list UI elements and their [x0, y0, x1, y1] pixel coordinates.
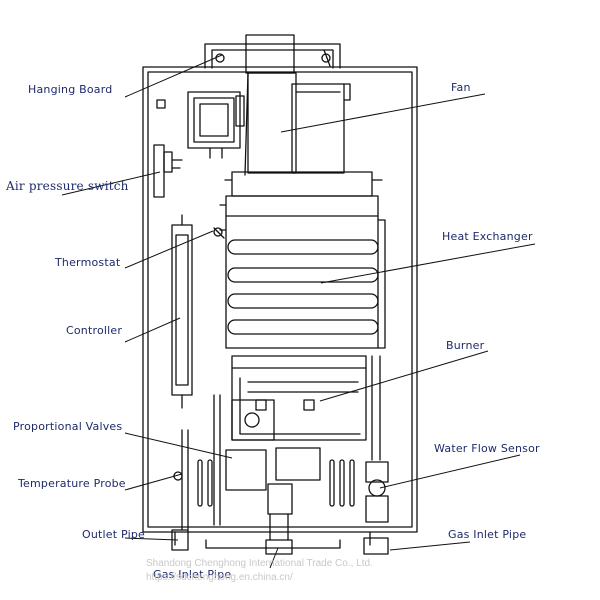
heat-exchanger-drawing: [219, 171, 386, 349]
label-proportional-valves: Proportional Valves: [13, 420, 123, 433]
fan-drawing: [244, 34, 351, 176]
label-fan: Fan: [451, 81, 471, 94]
gas-inlet-pipe-drawing: [265, 483, 293, 555]
label-heat-exchanger: Heat Exchanger: [442, 230, 533, 243]
label-hanging-board: Hanging Board: [28, 83, 113, 96]
label-air-pressure-switch: Air pressure switch: [6, 179, 129, 193]
controller-drawing: [171, 214, 193, 409]
label-gas-inlet-pipe-right: Gas Inlet Pipe: [448, 528, 527, 541]
label-water-flow-sensor: Water Flow Sensor: [434, 442, 540, 455]
proportional-valves-drawing: [213, 394, 321, 526]
louvre-slots: [197, 459, 355, 507]
switch-assembly-drawing: [187, 91, 245, 159]
label-temperature-probe: Temperature Probe: [18, 477, 126, 490]
thermostat-drawing: [213, 227, 225, 239]
label-outlet-pipe: Outlet Pipe: [82, 528, 145, 541]
watermark-url: https://sdchenghong.en.china.cn/: [146, 572, 293, 583]
label-gas-inlet-pipe-bottom: Gas Inlet Pipe: [153, 568, 232, 581]
watermark-company: Shandong Chenghong International Trade C…: [146, 558, 373, 569]
label-burner: Burner: [446, 339, 485, 352]
water-flow-sensor-drawing: [363, 355, 389, 555]
leader-lines: [61, 54, 536, 569]
label-controller: Controller: [66, 324, 123, 337]
burner-drawing: [231, 355, 367, 441]
air-pressure-switch-drawing: [153, 99, 183, 198]
casing-drawing: [142, 66, 418, 546]
label-thermostat: Thermostat: [55, 256, 121, 269]
